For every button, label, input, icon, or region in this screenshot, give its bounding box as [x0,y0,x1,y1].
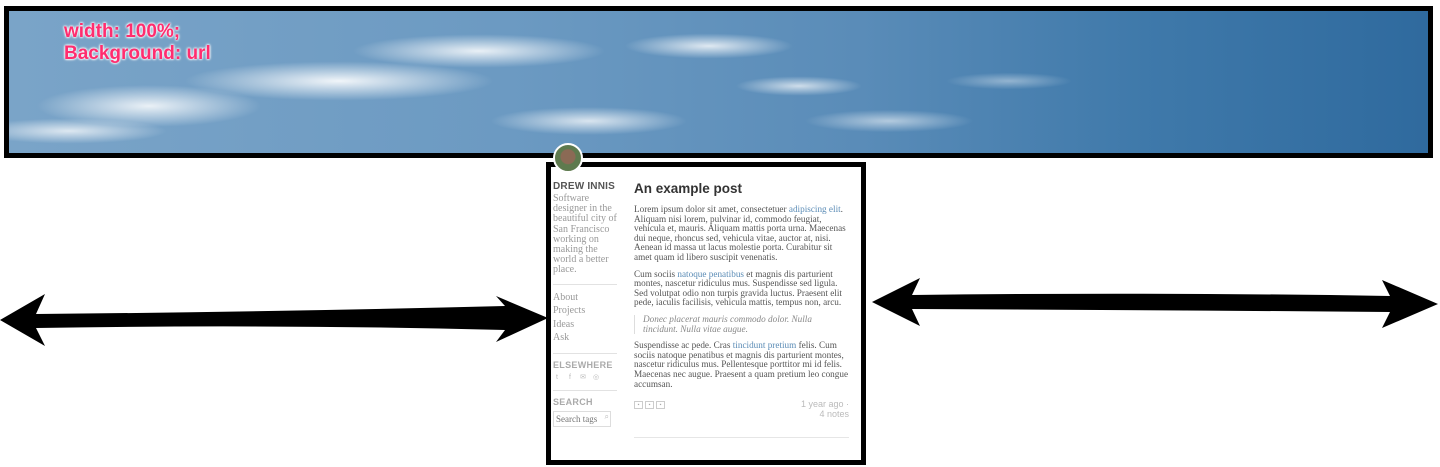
post-paragraph: Lorem ipsum dolor sit amet, consectetuer… [634,204,846,262]
post-link[interactable]: adipiscing elit [788,204,841,214]
share-icon[interactable]: ▪ [656,401,665,410]
post-meta: ▪ ▪ ▪ 1 year ago · 4 notes [634,399,849,419]
post-link[interactable]: tincidunt pretium [732,340,797,351]
sidebar-divider [553,283,617,285]
author-bio: Software designer in the beautiful city … [553,193,617,276]
post-info: 1 year ago · 4 notes [801,399,849,419]
search-icon[interactable]: ⌕ [604,411,609,421]
avatar[interactable] [553,143,583,173]
post-paragraph: Cum sociis natoque penatibus et magnis d… [634,268,842,308]
post-quote: Donec placerat mauris commodo dolor. Nul… [634,314,849,335]
content-column: DREW INNIS Software designer in the beau… [546,162,866,465]
annotation-line-width: width: 100%; [64,21,181,42]
left-double-arrow-icon [0,294,548,346]
post: An example post Lorem ipsum dolor sit am… [634,181,849,439]
share-icon[interactable]: ▪ [645,401,654,410]
header-banner-image: width: 100%; Background: url [4,6,1433,158]
sidebar: DREW INNIS Software designer in the beau… [553,181,617,427]
post-title[interactable]: An example post [634,181,743,196]
sidebar-item-about[interactable]: About [553,291,578,303]
twitter-icon[interactable]: t [556,373,558,381]
sidebar-item-ask[interactable]: Ask [553,332,570,344]
author-name[interactable]: DREW INNIS [553,181,615,192]
sidebar-item-projects[interactable]: Projects [553,305,586,317]
search-input[interactable] [554,411,604,426]
dribbble-icon[interactable]: ◎ [592,373,600,381]
elsewhere-heading: ELSEWHERE [553,359,613,370]
post-timestamp[interactable]: 1 year ago · [800,399,849,410]
banner-annotation: width: 100%; Background: url [64,21,211,65]
share-buttons: ▪ ▪ ▪ [634,399,665,419]
search-heading: SEARCH [553,396,593,407]
sidebar-item-ideas[interactable]: Ideas [553,318,575,330]
social-links: t f ✉ ◎ [553,374,617,382]
post-link[interactable]: natoque penatibus [677,268,744,279]
search-box: ⌕ [553,410,611,427]
annotation-line-background: Background: url [64,43,211,64]
post-notes-count[interactable]: 4 notes [819,409,849,420]
share-icon[interactable]: ▪ [634,401,643,410]
email-icon[interactable]: ✉ [580,373,586,381]
sidebar-divider [553,352,617,354]
right-double-arrow-icon [872,278,1438,328]
post-paragraph: Suspendisse ac pede. Cras tincidunt pret… [634,340,849,389]
facebook-icon[interactable]: f [569,373,571,381]
sidebar-divider [553,389,617,391]
post-divider [634,437,849,439]
